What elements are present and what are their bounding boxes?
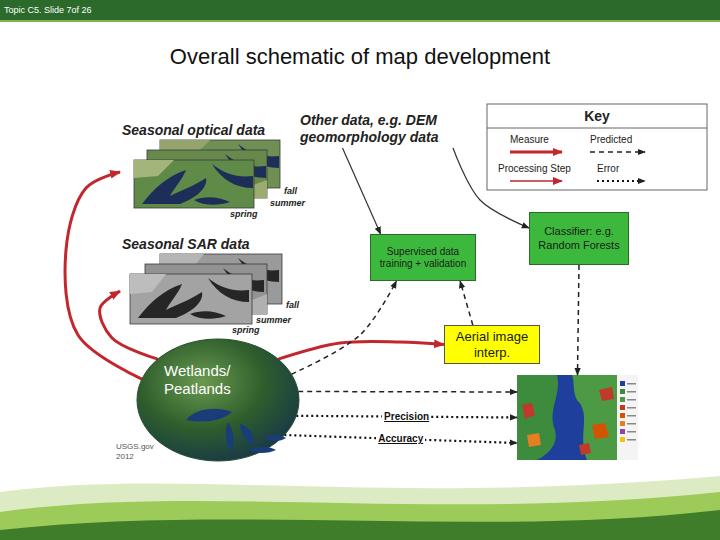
season-label: summer bbox=[270, 198, 305, 208]
satellite-image bbox=[134, 160, 254, 208]
processing-arrow bbox=[460, 281, 473, 325]
note-text: Other data, e.g. DEM geomorphology data bbox=[300, 112, 470, 146]
lake-shape bbox=[248, 447, 276, 453]
predicted-arrow bbox=[343, 148, 381, 234]
error-sample bbox=[597, 180, 645, 182]
lake-shape bbox=[186, 409, 232, 422]
slide-title: Overall schematic of map development bbox=[0, 44, 720, 70]
key-heading: Key bbox=[487, 108, 707, 124]
interpretation-box: Aerial image interp. bbox=[444, 325, 540, 364]
predicted-arrow bbox=[453, 148, 529, 228]
image-stack: Seasonal SAR data fall summerspring bbox=[120, 234, 310, 338]
classifier-box: Classifier: e.g. Random Forests bbox=[529, 212, 629, 265]
globe-image: Wetlands/ Peatlands bbox=[136, 338, 300, 462]
stack-heading: Seasonal SAR data bbox=[122, 236, 250, 252]
legend-label: Predicted bbox=[590, 134, 632, 145]
data-source-note: Other data, e.g. DEM geomorphology data bbox=[300, 112, 470, 148]
season-label: fall bbox=[284, 186, 297, 196]
classified-map-art bbox=[517, 375, 638, 460]
slide-number: Topic C5. Slide 7of 26 bbox=[4, 5, 92, 15]
season-label: fall bbox=[286, 300, 299, 310]
lake-shape bbox=[226, 422, 234, 452]
processing-arrow bbox=[298, 391, 517, 393]
footer-swoosh bbox=[0, 476, 720, 540]
edge-label: Accuracy bbox=[376, 433, 425, 444]
box-text: Aerial image interp. bbox=[451, 329, 533, 360]
box-text: Supervised data training + validation bbox=[377, 246, 469, 270]
season-label: spring bbox=[232, 325, 260, 335]
globe-outline bbox=[136, 338, 300, 462]
lake-shape bbox=[264, 435, 286, 441]
processing-arrow bbox=[578, 265, 580, 375]
top-bar-rule bbox=[0, 20, 720, 22]
measure-arrow bbox=[100, 291, 158, 359]
globe-disc bbox=[137, 339, 299, 461]
footer-swoosh bbox=[0, 492, 720, 540]
image-stack: Seasonal optical data fall summer spring bbox=[120, 122, 310, 222]
process-box: Supervised data training + validation bbox=[370, 234, 476, 281]
globe-label: Wetlands/ Peatlands bbox=[164, 362, 254, 398]
top-bar bbox=[0, 0, 720, 20]
processing-sample bbox=[510, 180, 562, 182]
sar-image bbox=[130, 274, 252, 324]
classified-map bbox=[517, 375, 638, 460]
season-label: summer bbox=[256, 315, 291, 325]
predicted-sample bbox=[590, 151, 645, 153]
key-rule bbox=[487, 128, 707, 129]
legend-label: Measure bbox=[510, 134, 549, 145]
edge-label: Precision bbox=[382, 411, 431, 422]
stack-heading: Seasonal optical data bbox=[122, 122, 265, 138]
legend-label: Error bbox=[597, 163, 619, 174]
season-label: spring bbox=[230, 209, 258, 219]
footer-swoosh bbox=[0, 510, 720, 540]
measure-sample bbox=[510, 151, 562, 154]
lake-shape bbox=[240, 424, 253, 446]
processing-arrow bbox=[291, 281, 396, 374]
image-credit: USGS.gov 2012 bbox=[116, 442, 156, 461]
measure-arrow bbox=[278, 341, 444, 359]
legend-label: Processing Step bbox=[498, 163, 571, 174]
key-box bbox=[487, 104, 707, 190]
box-text: Classifier: e.g. Random Forests bbox=[534, 225, 624, 251]
